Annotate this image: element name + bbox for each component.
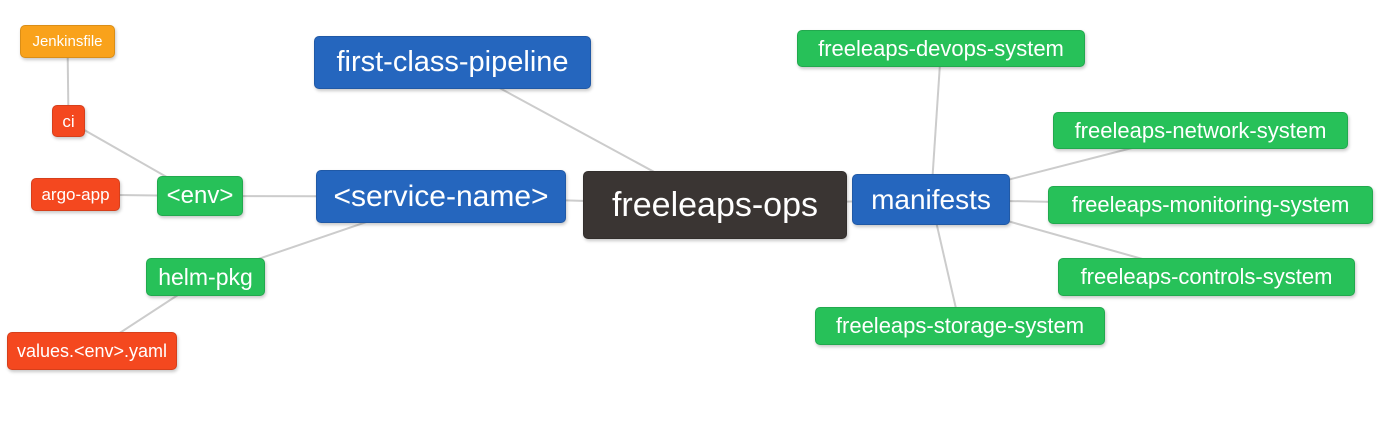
- node-freeleaps-devops-system: freeleaps-devops-system: [797, 30, 1085, 67]
- node-freeleaps-ops: freeleaps-ops: [583, 171, 847, 239]
- node-first-class-pipeline: first-class-pipeline: [314, 36, 591, 89]
- node-freeleaps-monitoring-system: freeleaps-monitoring-system: [1048, 186, 1373, 224]
- node-freeleaps-controls-system: freeleaps-controls-system: [1058, 258, 1355, 296]
- node-service-name: <service-name>: [316, 170, 566, 223]
- node-freeleaps-storage-system: freeleaps-storage-system: [815, 307, 1105, 345]
- node-freeleaps-network-system: freeleaps-network-system: [1053, 112, 1348, 149]
- node-manifests: manifests: [852, 174, 1010, 225]
- node-jenkinsfile: Jenkinsfile: [20, 25, 115, 58]
- node-argo-app: argo-app: [31, 178, 120, 211]
- node-ci: ci: [52, 105, 85, 137]
- node-values-env-yaml: values.<env>.yaml: [7, 332, 177, 370]
- node-env: <env>: [157, 176, 243, 216]
- node-helm-pkg: helm-pkg: [146, 258, 265, 296]
